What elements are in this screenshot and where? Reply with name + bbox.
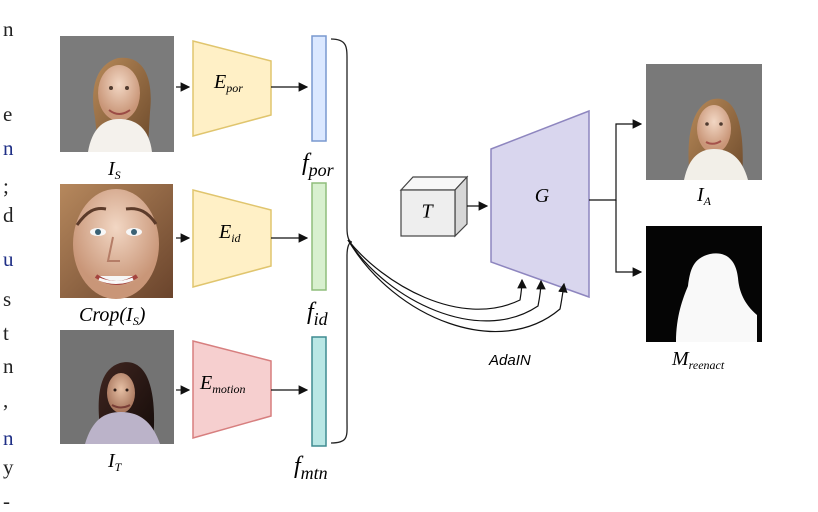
adain-curve-3	[347, 239, 568, 333]
identity-encoder: Eid	[192, 189, 272, 288]
label-main: f	[302, 150, 312, 176]
adain-curve-1	[347, 239, 527, 310]
label-main: I	[696, 184, 705, 206]
margin-letter: -	[3, 489, 10, 512]
source-image-label: IS	[107, 158, 121, 182]
margin-letter: s	[3, 287, 12, 311]
target-image-label: IT	[107, 450, 123, 474]
label-main: f	[294, 453, 304, 479]
encoder-subscript: motion	[212, 382, 245, 396]
label-subscript: S	[133, 314, 139, 328]
generator-module: G	[490, 109, 590, 299]
identity-feature-label: fid	[307, 299, 329, 329]
template-cube: T	[399, 175, 469, 238]
template-label: T	[421, 201, 434, 223]
output-image-label: IA	[696, 184, 712, 208]
motion-feature-vector	[311, 336, 327, 447]
output-image	[646, 64, 762, 180]
encoder-main-label: E	[199, 372, 212, 394]
generator-to-mask-arrow	[615, 200, 643, 277]
crop-image-label: Crop(IS)	[79, 304, 146, 328]
margin-letter: y	[3, 455, 14, 479]
encoder-main-label: E	[213, 71, 226, 93]
label-main: I	[107, 450, 116, 472]
identity-feature-vector	[311, 182, 327, 291]
margin-letter: n	[3, 426, 14, 450]
label-subscript: id	[314, 309, 329, 329]
portrait-feature-label: fpor	[302, 150, 335, 180]
feature-brace	[330, 38, 353, 444]
label-main: I	[107, 158, 116, 180]
crop-image	[60, 184, 173, 299]
adain-label: AdaIN	[488, 352, 531, 369]
portrait-encoder: Epor	[192, 40, 272, 137]
label-main: Crop(I	[79, 304, 134, 326]
encoder-subscript: id	[231, 231, 241, 245]
reenact-mask-image	[646, 226, 762, 342]
adain-curve-2	[347, 239, 546, 322]
portrait-feature-vector	[311, 35, 327, 142]
motion-feature-label: fmtn	[294, 453, 328, 483]
margin-letter: n	[3, 136, 14, 160]
svg-text:Emotion: Emotion	[199, 372, 246, 396]
label-subscript: T	[115, 460, 123, 474]
label-subscript: por	[307, 160, 335, 180]
source-image	[60, 36, 174, 152]
label-subscript: A	[703, 194, 712, 208]
target-image	[60, 330, 174, 444]
label-suffix: )	[138, 304, 146, 326]
label-subscript: mtn	[301, 463, 328, 483]
encoder-main-label: E	[218, 221, 231, 243]
label-main: f	[307, 299, 317, 325]
label-main: M	[671, 348, 690, 370]
generator-to-output-arrow	[589, 119, 643, 201]
generator-label: G	[535, 185, 550, 207]
svg-text:Epor: Epor	[213, 71, 243, 95]
margin-letter: t	[3, 321, 9, 345]
motion-encoder: Emotion	[192, 340, 272, 439]
label-subscript: reenact	[689, 358, 725, 372]
margin-letter: ;	[3, 174, 9, 198]
margin-letter: e	[3, 102, 13, 126]
margin-letter: u	[3, 247, 14, 271]
mask-image-label: Mreenact	[671, 348, 725, 372]
margin-letter: n	[3, 354, 14, 378]
label-subscript: S	[115, 168, 121, 182]
encoder-subscript: por	[225, 81, 243, 95]
margin-letter: ,	[3, 388, 9, 412]
margin-letter: n	[3, 17, 14, 41]
svg-text:Eid: Eid	[218, 221, 242, 245]
margin-letter: d	[3, 203, 14, 227]
